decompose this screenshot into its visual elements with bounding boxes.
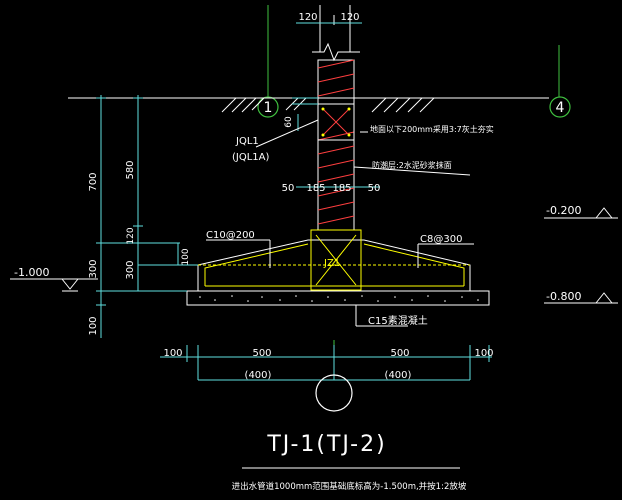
c15-pad — [186, 290, 490, 306]
elevation-right-bottom: -0.800 — [544, 290, 618, 304]
elevation-right-top-text: -0.200 — [546, 204, 581, 217]
ground-line — [68, 97, 549, 113]
dim-60: 60 — [284, 116, 294, 128]
label-ground-note: 地面以下200mm采用3:7灰土夯实 — [370, 124, 494, 134]
label-jz1: JZ1 — [323, 258, 340, 269]
elevation-left: -1.000 — [10, 266, 98, 292]
dim-185-left: 185 — [306, 183, 325, 194]
dim-100-b: 100 — [181, 248, 191, 265]
grid-bubble-1: 1 — [257, 96, 279, 118]
dim-50-left: 50 — [282, 183, 295, 194]
label-rebar-left: C10@200 — [206, 230, 255, 241]
dim-bottom-100-left: 100 — [163, 348, 182, 359]
dim-bottom-500-left: 500 — [252, 348, 271, 359]
dim-bottom-400-left: (400) — [245, 370, 272, 381]
dim-top-120-left: 120 — [298, 12, 317, 23]
axis-circle-bottom — [315, 374, 353, 412]
dim-bottom-100-right: 100 — [474, 348, 493, 359]
drawing-note: 进出水管道1000mm范围基础底标高为-1.500m,并按1:2放坡 — [232, 481, 467, 492]
elevation-right-bottom-text: -0.800 — [546, 290, 581, 303]
label-c15: C15素混凝土 — [368, 314, 428, 327]
dim-bottom-500-right: 500 — [390, 348, 409, 359]
dim-580: 580 — [125, 160, 136, 179]
top-dimensions — [292, 22, 380, 188]
label-jql1: JQL1 — [235, 136, 259, 147]
dim-300-a: 300 — [88, 259, 99, 278]
dim-185-right: 185 — [332, 183, 351, 194]
left-dimension-text: 700 580 120 300 300 100 100 — [88, 160, 191, 335]
dim-300-b: 300 — [125, 260, 136, 279]
dim-bottom-400-right: (400) — [385, 370, 412, 381]
wall — [312, 5, 360, 231]
dim-50-right: 50 — [368, 183, 381, 194]
label-rebar-right: C8@300 — [420, 234, 462, 245]
grid-label-1: 1 — [264, 100, 273, 116]
label-jql1a: (JQL1A) — [232, 152, 269, 163]
ring-beam-jql1 — [317, 103, 355, 141]
leaders — [206, 119, 474, 327]
dim-100-a: 100 — [88, 316, 99, 335]
dim-120: 120 — [126, 227, 136, 244]
drawing-title: TJ-1(TJ-2) — [266, 432, 386, 457]
label-moisture-note: 防潮层:2水泥砂浆抹面 — [372, 160, 452, 170]
grid-label-4: 4 — [556, 100, 565, 116]
elevation-left-text: -1.000 — [14, 266, 49, 279]
column-jz1 — [310, 229, 362, 291]
grid-bubble-4: 4 — [549, 96, 571, 118]
elevation-right-top: -0.200 — [544, 204, 618, 219]
dim-700: 700 — [88, 172, 99, 191]
dim-top-120-right: 120 — [340, 12, 359, 23]
bottom-dimensions — [160, 345, 492, 381]
left-dimensions — [96, 95, 198, 338]
